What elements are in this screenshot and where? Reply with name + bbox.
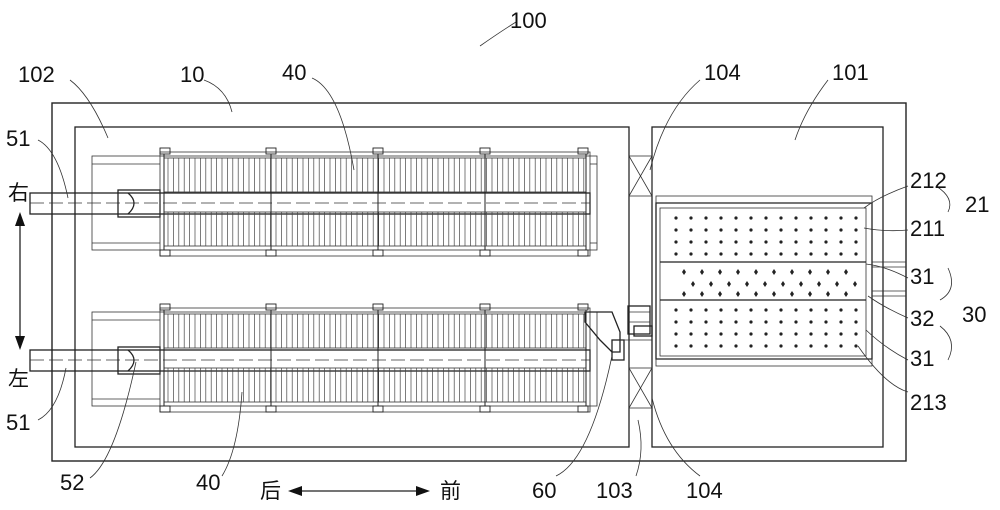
direction-left: 左 [8,367,29,391]
label-213: 213 [910,390,947,415]
lower-line [29,303,598,413]
label-212: 212 [910,168,947,193]
door-104-bottom [628,367,653,409]
transfer-device-60 [584,305,653,361]
door-104-top [628,155,653,197]
label-30: 30 [962,302,986,327]
tank-21 [655,195,906,367]
upper-line [29,147,598,257]
direction-rear: 后 [260,479,281,503]
label-51-top: 51 [6,126,30,151]
leader-lines [37,21,952,479]
label-40-top: 40 [282,60,306,85]
label-40-bottom: 40 [196,470,220,495]
label-211: 211 [910,216,945,241]
direction-front: 前 [440,479,461,503]
label-60: 60 [532,478,556,503]
label-52: 52 [60,470,84,495]
outer-frame [51,102,907,462]
chamber-101 [651,126,884,448]
chamber-102 [74,126,630,448]
direction-right: 右 [8,181,29,205]
label-31-bottom: 31 [910,346,934,371]
label-102: 102 [18,62,55,87]
arrow-rear-front [288,486,430,496]
label-32: 32 [910,306,934,331]
label-103: 103 [596,478,633,503]
label-31-top: 31 [910,264,934,289]
label-21: 21 [965,192,989,217]
label-51-bottom: 51 [6,410,30,435]
arrow-left-right [15,212,25,350]
label-10: 10 [180,62,204,87]
label-104-bottom: 104 [686,478,723,503]
label-100: 100 [510,8,547,33]
label-101: 101 [832,60,869,85]
label-104-top: 104 [704,60,741,85]
